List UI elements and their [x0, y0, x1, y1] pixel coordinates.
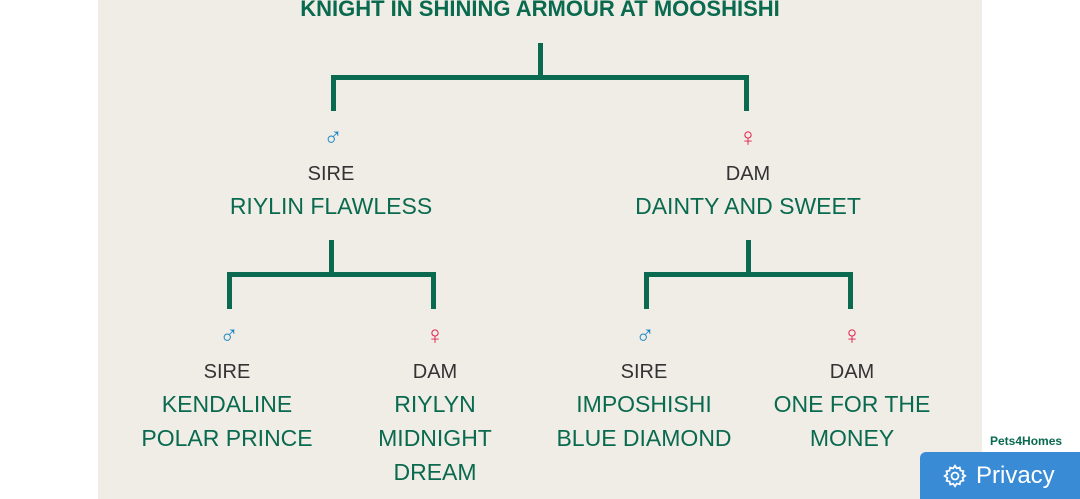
- tree-line: [431, 272, 436, 309]
- female-icon: ♀: [738, 122, 758, 152]
- name-line: MONEY: [809, 425, 895, 451]
- dam-sire-name: IMPOSHISHI BLUE DIAMOND: [556, 387, 731, 455]
- dam-label: DAM: [725, 163, 771, 185]
- male-icon: ♂: [323, 122, 343, 152]
- tree-line: [538, 43, 543, 79]
- tree-line: [746, 240, 751, 276]
- sire-dam-label: DAM: [412, 361, 458, 383]
- gear-icon: [943, 463, 967, 488]
- dog-title: KNIGHT IN SHINING ARMOUR AT MOOSHISHI: [300, 0, 780, 21]
- tree-line: [329, 240, 334, 276]
- name-line: MIDNIGHT: [378, 425, 492, 451]
- privacy-button[interactable]: Privacy: [920, 452, 1080, 499]
- sire-sire-label: SIRE: [203, 361, 251, 383]
- name-line: DREAM: [393, 459, 477, 485]
- male-icon: ♂: [635, 320, 655, 350]
- female-icon: ♀: [425, 320, 445, 350]
- dam-dam-name: ONE FOR THE MONEY: [774, 387, 931, 455]
- pets4homes-logo: Pets4Homes: [990, 434, 1063, 448]
- tree-line: [331, 75, 749, 80]
- tree-line: [644, 272, 649, 309]
- sire-dam-name: RIYLYN MIDNIGHT DREAM: [378, 387, 492, 489]
- pedigree-panel: [98, 0, 982, 499]
- dam-dam-label: DAM: [829, 361, 875, 383]
- dam-name: DAINTY AND SWEET: [635, 193, 861, 219]
- tree-line: [744, 75, 749, 111]
- tree-line: [644, 272, 853, 277]
- name-line: RIYLYN: [394, 391, 476, 417]
- name-line: POLAR PRINCE: [141, 425, 313, 451]
- female-icon: ♀: [842, 320, 862, 350]
- sire-label: SIRE: [307, 163, 355, 185]
- name-line: KENDALINE: [161, 391, 293, 417]
- name-line: IMPOSHISHI: [576, 391, 712, 417]
- privacy-label: Privacy: [976, 461, 1055, 489]
- tree-line: [227, 272, 232, 309]
- sire-sire-name: KENDALINE POLAR PRINCE: [141, 387, 312, 455]
- dam-sire-label: SIRE: [620, 361, 668, 383]
- tree-line: [848, 272, 853, 309]
- sire-name: RIYLIN FLAWLESS: [229, 193, 433, 219]
- name-line: ONE FOR THE: [773, 391, 931, 417]
- tree-line: [331, 75, 336, 111]
- name-line: BLUE DIAMOND: [556, 425, 732, 451]
- tree-line: [227, 272, 436, 277]
- male-icon: ♂: [219, 320, 239, 350]
